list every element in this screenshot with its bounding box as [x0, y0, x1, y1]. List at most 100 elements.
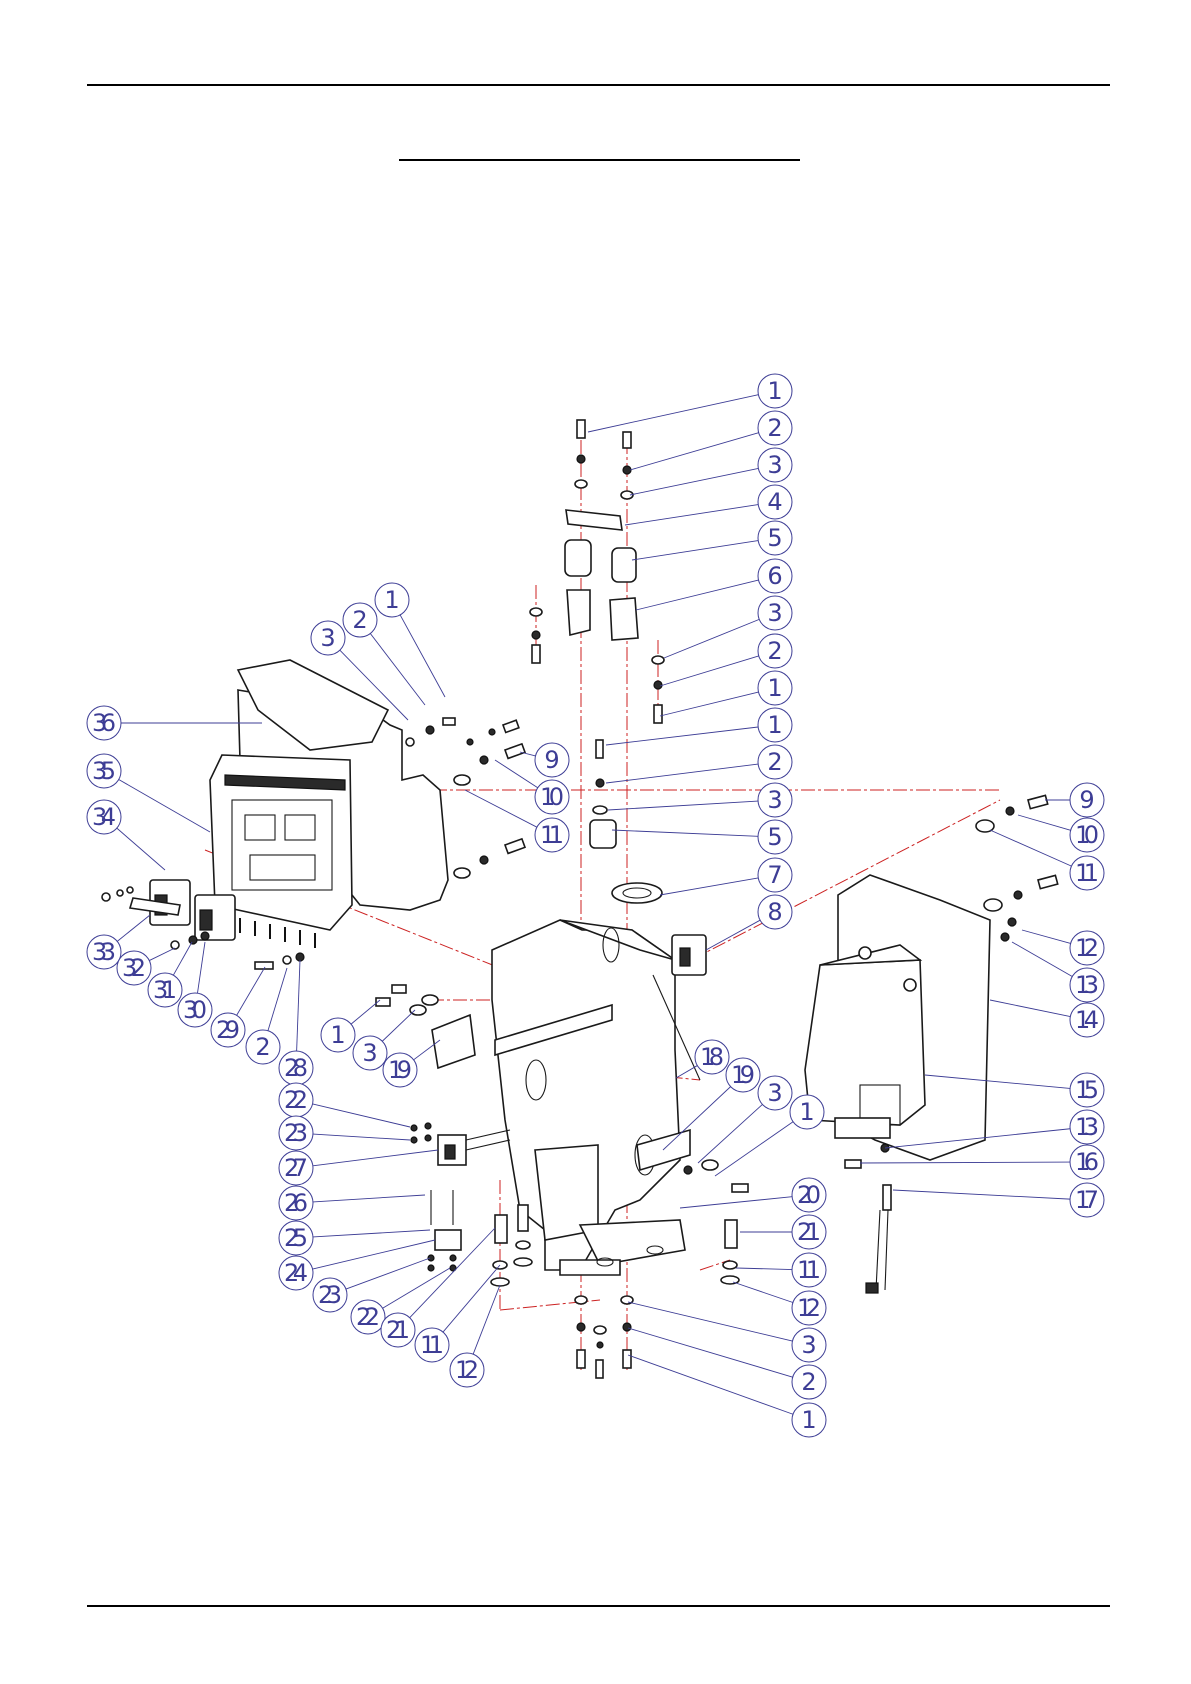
callout-number: 12 [1075, 934, 1099, 962]
callout-number: 25 [284, 1224, 308, 1252]
busbar-4 [566, 510, 622, 530]
callout-number: 10 [540, 783, 564, 811]
callout-number: 21 [386, 1316, 410, 1344]
part-callout: 3 [758, 448, 792, 482]
connector-17 [866, 1185, 891, 1293]
callout-leader [383, 1268, 450, 1308]
part-callout: 17 [1070, 1183, 1104, 1217]
callout-leader [313, 1240, 435, 1269]
callout-leader [346, 1258, 430, 1289]
callout-leader [588, 395, 758, 432]
callout-number: 14 [1075, 1006, 1099, 1034]
part-callout: 1 [792, 1403, 826, 1437]
part-callout: 32 [117, 951, 151, 985]
part-callout: 34 [87, 800, 121, 834]
harness-27 [411, 1123, 510, 1165]
callout-leader [313, 1134, 410, 1140]
callout-number: 8 [767, 898, 782, 926]
part-callout: 16 [1070, 1145, 1104, 1179]
relay-24 [428, 1190, 461, 1271]
part-callout: 13 [1070, 1110, 1104, 1144]
part-callout: 3 [311, 621, 345, 655]
callout-leader [660, 878, 758, 895]
part-callout: 2 [343, 603, 377, 637]
callout-leader [313, 1150, 438, 1166]
bolt-set-left [454, 720, 525, 878]
callout-number: 2 [352, 606, 367, 634]
callout-leader [313, 1230, 430, 1237]
callout-number: 10 [1075, 821, 1099, 849]
part-callout: 24 [279, 1256, 313, 1290]
callout-number: 3 [362, 1039, 377, 1067]
callout-leader [197, 942, 205, 993]
callout-number: 3 [320, 624, 335, 652]
part-callout: 22 [279, 1083, 313, 1117]
callout-leader [612, 830, 758, 836]
callout-number: 22 [356, 1303, 380, 1331]
callout-leader [400, 615, 445, 697]
part-callout: 1 [321, 1018, 355, 1052]
callout-number: 30 [183, 996, 207, 1024]
callout-number: 32 [122, 954, 146, 982]
part-callout: 23 [313, 1278, 347, 1312]
part-callout: 1 [790, 1095, 824, 1129]
callout-leader [237, 967, 265, 1015]
part-callout: 11 [415, 1328, 449, 1362]
part-callout: 10 [535, 780, 569, 814]
part-callout: 35 [87, 754, 121, 788]
part-callout: 1 [758, 374, 792, 408]
callout-number: 1 [801, 1406, 816, 1434]
callout-number: 11 [420, 1331, 444, 1359]
callout-number: 19 [731, 1061, 755, 1089]
callout-leader [733, 1282, 793, 1302]
part-callout: 27 [279, 1151, 313, 1185]
callout-leader [606, 764, 758, 783]
part-callout: 4 [758, 485, 792, 519]
callout-leader [351, 1000, 380, 1024]
callout-leader [608, 801, 758, 810]
part-callout: 3 [758, 1076, 792, 1110]
callout-number: 11 [540, 821, 564, 849]
part-callout: 31 [148, 973, 182, 1007]
callout-leader [860, 1162, 1070, 1163]
callout-number: 6 [767, 562, 782, 590]
callout-leader [443, 1265, 500, 1332]
part-callout: 5 [758, 820, 792, 854]
callout-leader [893, 1190, 1070, 1199]
part-callout: 12 [792, 1291, 826, 1325]
callout-number: 3 [767, 1079, 782, 1107]
callout-number: 11 [797, 1256, 821, 1284]
callout-number: 1 [799, 1098, 814, 1126]
callout-leader [715, 1122, 793, 1176]
callout-number: 13 [1075, 971, 1099, 999]
part-callout: 20 [792, 1178, 826, 1212]
callout-number: 2 [255, 1033, 270, 1061]
part-callout: 2 [758, 745, 792, 779]
grommet-7 [612, 883, 662, 903]
callout-leader [370, 634, 425, 705]
part-callout: 19 [726, 1058, 760, 1092]
part-callout: 8 [758, 895, 792, 929]
callout-leader [660, 692, 758, 716]
callout-number: 24 [284, 1259, 308, 1287]
callout-leader [706, 920, 760, 950]
callout-number: 29 [216, 1016, 240, 1044]
callout-leader [1012, 942, 1072, 977]
callout-number: 2 [767, 414, 782, 442]
callout-leader [465, 790, 537, 827]
part-callout: 12 [450, 1353, 484, 1387]
part-callout: 36 [87, 706, 121, 740]
part-callout: 21 [381, 1313, 415, 1347]
callout-leader [313, 1104, 410, 1127]
part-callout: 1 [758, 671, 792, 705]
callout-number: 7 [767, 861, 782, 889]
part-callout: 25 [279, 1221, 313, 1255]
part-callout: 2 [758, 634, 792, 668]
callout-leader [630, 433, 759, 470]
callout-number: 11 [1075, 859, 1099, 887]
part-callout: 2 [246, 1030, 280, 1064]
callout-number: 17 [1075, 1186, 1099, 1214]
callout-number: 2 [801, 1368, 816, 1396]
callout-number: 3 [767, 451, 782, 479]
